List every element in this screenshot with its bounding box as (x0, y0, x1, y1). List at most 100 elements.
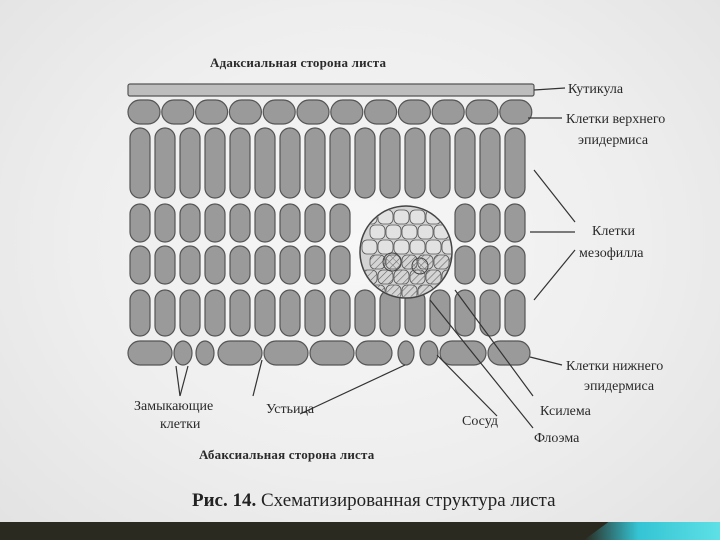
palisade-cell (505, 128, 525, 198)
phloem-cell (378, 270, 393, 284)
lower-epidermis-cell (196, 341, 214, 365)
upper-epidermis-cell (500, 100, 532, 124)
phloem-label: Флоэма (534, 431, 579, 446)
upper-epidermis-cell (128, 100, 160, 124)
upper-epidermis-label-line1: Клетки верхнего (566, 112, 665, 127)
spongy-cell (305, 204, 325, 242)
upper-epidermis-cell (263, 100, 295, 124)
phloem-cell (434, 255, 449, 269)
xylem-cell (378, 240, 393, 254)
spongy-cell (480, 246, 500, 284)
spongy-cell (305, 246, 325, 284)
spongy-cell (255, 204, 275, 242)
spongy-cell (330, 204, 350, 242)
spongy-cell (355, 290, 375, 336)
upper-epidermis-label-line2: эпидермиса (578, 133, 648, 148)
spongy-cell (280, 204, 300, 242)
palisade-cell (330, 128, 350, 198)
spongy-cell (330, 246, 350, 284)
spongy-cell (155, 204, 175, 242)
spongy-cell (480, 290, 500, 336)
spongy-cell (130, 204, 150, 242)
xylem-cell (362, 240, 377, 254)
palisade-cell (305, 128, 325, 198)
lower-epidermis-cell (128, 341, 172, 365)
phloem-cell (394, 270, 409, 284)
upper-epidermis-cell (196, 100, 228, 124)
spongy-cell (230, 290, 250, 336)
xylem-cell (370, 225, 385, 239)
palisade-mesophyll-cells (130, 128, 525, 198)
spongy-cell (330, 290, 350, 336)
spongy-cell (155, 290, 175, 336)
spongy-cell (455, 246, 475, 284)
upper-epidermis-cell (365, 100, 397, 124)
spongy-cell (230, 204, 250, 242)
spongy-cell (255, 246, 275, 284)
upper-epidermis-cell (229, 100, 261, 124)
cuticle-label: Кутикула (568, 82, 623, 97)
adaxial-side-label: Адаксиальная сторона листа (210, 55, 386, 70)
palisade-cell (480, 128, 500, 198)
lower-epidermis-cell (218, 341, 262, 365)
palisade-cell (405, 128, 425, 198)
xylem-cell (386, 225, 401, 239)
upper-epidermis-cell (331, 100, 363, 124)
figure-caption: Рис. 14. Схематизированная структура лис… (192, 490, 556, 512)
vessel-label: Сосуд (462, 414, 498, 429)
palisade-cell (455, 128, 475, 198)
xylem-cell (402, 225, 417, 239)
palisade-cell (355, 128, 375, 198)
upper-epidermis-cell (162, 100, 194, 124)
spongy-cell (280, 246, 300, 284)
palisade-cell (280, 128, 300, 198)
lower-epidermis-cell (420, 341, 438, 365)
upper-epidermis-cells (128, 100, 532, 124)
upper-epidermis-cell (466, 100, 498, 124)
palisade-cell (255, 128, 275, 198)
palisade-cell (380, 128, 400, 198)
xylem-cell (418, 225, 433, 239)
spongy-cell (305, 290, 325, 336)
mesophyll-label-line1: Клетки (592, 224, 635, 239)
xylem-cell (362, 210, 377, 224)
xylem-label: Ксилема (540, 404, 591, 419)
upper-epidermis-cell (297, 100, 329, 124)
xylem-cell (410, 210, 425, 224)
upper-epidermis-cell (432, 100, 464, 124)
lower-epidermis-cell (488, 341, 530, 365)
spongy-cell (505, 204, 525, 242)
spongy-mesophyll-cells (130, 204, 525, 336)
spongy-cell (505, 290, 525, 336)
spongy-cell (130, 246, 150, 284)
spongy-cell (180, 204, 200, 242)
palisade-cell (130, 128, 150, 198)
spongy-cell (230, 246, 250, 284)
abaxial-side-label: Абаксиальная сторона листа (199, 447, 374, 462)
palisade-cell (205, 128, 225, 198)
lower-epidermis-cell (174, 341, 192, 365)
lower-epidermis-cell (264, 341, 308, 365)
palisade-cell (155, 128, 175, 198)
vascular-bundle (360, 206, 465, 299)
spongy-cell (130, 290, 150, 336)
spongy-cell (455, 204, 475, 242)
palisade-cell (230, 128, 250, 198)
spongy-cell (180, 290, 200, 336)
guard-cells-label-line2: клетки (160, 417, 200, 432)
cuticle-layer (128, 84, 534, 96)
spongy-cell (255, 290, 275, 336)
mesophyll-label-line2: мезофилла (579, 246, 643, 261)
lower-epidermis-label-line1: Клетки нижнего (566, 359, 663, 374)
palisade-cell (430, 128, 450, 198)
caption-number: Рис. 14. (192, 490, 256, 511)
xylem-cell (410, 240, 425, 254)
lower-epidermis-cells (128, 341, 530, 365)
lower-epidermis-label-line2: эпидермиса (584, 379, 654, 394)
vessel-cell (383, 253, 401, 271)
lower-epidermis-cell (398, 341, 414, 365)
caption-text: Схематизированная структура листа (261, 490, 556, 511)
spongy-cell (180, 246, 200, 284)
spongy-cell (480, 204, 500, 242)
